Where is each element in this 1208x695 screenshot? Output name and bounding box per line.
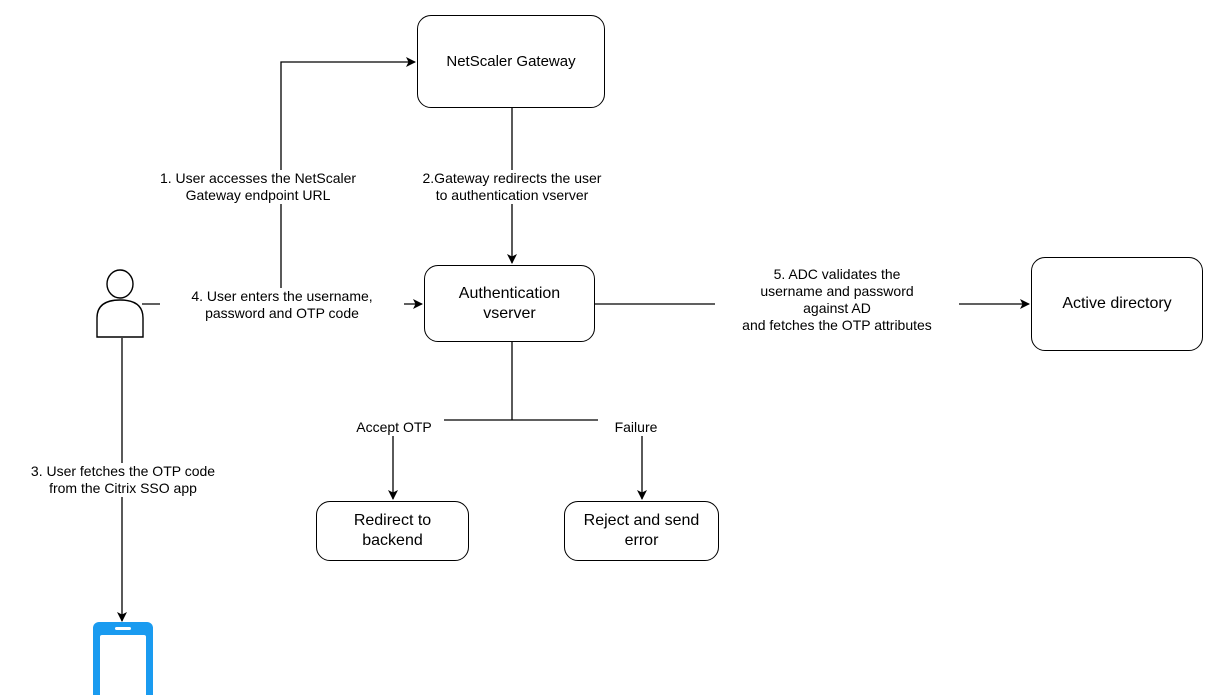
authentication-vserver-label: Authentication vserver — [458, 284, 561, 322]
netscaler-gateway-node: NetScaler Gateway — [417, 15, 605, 108]
step-1-label: 1. User accesses the NetScaler Gateway e… — [134, 170, 382, 204]
reject-and-send-error-label: Reject and send error — [583, 512, 700, 549]
mobile-phone-icon — [93, 622, 153, 695]
user-icon — [96, 269, 144, 338]
active-directory-label: Active directory — [1062, 295, 1172, 312]
edge-user-to-gateway — [280, 57, 416, 300]
failure-label: Failure — [598, 419, 674, 436]
step-4-label: 4. User enters the username, password an… — [160, 288, 404, 322]
step-2-label: 2.Gateway redirects the user to authenti… — [392, 170, 632, 204]
authentication-vserver-node: Authentication vserver — [424, 265, 595, 342]
reject-and-send-error-node: Reject and send error — [564, 501, 719, 561]
accept-otp-label: Accept OTP — [344, 419, 444, 436]
netscaler-gateway-label: NetScaler Gateway — [446, 53, 576, 70]
step-5-label: 5. ADC validates the username and passwo… — [715, 266, 959, 334]
redirect-to-backend-label: Redirect to backend — [353, 512, 432, 549]
active-directory-node: Active directory — [1031, 257, 1203, 351]
step-3-label: 3. User fetches the OTP code from the Ci… — [4, 463, 242, 497]
redirect-to-backend-node: Redirect to backend — [316, 501, 469, 561]
